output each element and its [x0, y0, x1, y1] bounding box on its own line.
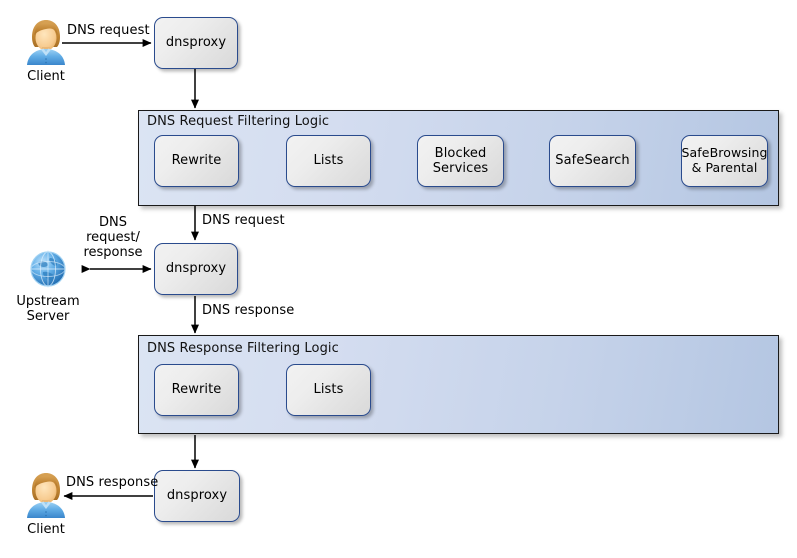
edge-label-proxy-to-client: DNS response: [66, 475, 159, 490]
node-request-blocked-services[interactable]: Blocked Services: [417, 135, 504, 187]
response-filtering-container: [138, 335, 779, 434]
node-label: dnsproxy: [165, 261, 227, 277]
edge-label-line1: DNS: [99, 215, 127, 230]
node-label: dnsproxy: [165, 35, 227, 51]
upstream-caption-line2: Server: [26, 308, 70, 324]
edge-label-proxy-to-response-filter: DNS response: [202, 303, 295, 318]
node-label-line1: Blocked: [434, 145, 487, 161]
edge-label-request-filter-to-proxy: DNS request: [202, 213, 285, 228]
node-request-safebrowsing-parental[interactable]: SafeBrowsing & Parental: [681, 135, 768, 187]
avatar: [24, 471, 68, 519]
avatar: [24, 18, 68, 66]
node-dnsproxy-bottom[interactable]: dnsproxy: [154, 470, 240, 522]
node-label: SafeBrowsing & Parental: [675, 145, 773, 176]
node-response-lists[interactable]: Lists: [286, 364, 371, 416]
response-filtering-title: DNS Response Filtering Logic: [147, 341, 339, 356]
node-label-line1: SafeBrowsing: [681, 145, 768, 161]
node-label: dnsproxy: [166, 488, 228, 504]
upstream-caption-line1: Upstream: [16, 294, 80, 309]
node-label: Lists: [313, 153, 344, 169]
node-label: SafeSearch: [555, 153, 630, 169]
node-label: Rewrite: [171, 153, 222, 169]
upstream-caption: Upstream Server: [4, 294, 92, 325]
globe-icon: [30, 250, 66, 288]
globe-wrap: [24, 245, 72, 293]
node-request-lists[interactable]: Lists: [286, 135, 371, 187]
node-response-rewrite[interactable]: Rewrite: [154, 364, 239, 416]
edge-label-client-to-proxy: DNS request: [67, 23, 150, 38]
node-request-rewrite[interactable]: Rewrite: [154, 135, 239, 187]
node-request-safesearch[interactable]: SafeSearch: [549, 135, 636, 187]
edge-label-line2: request/: [86, 229, 140, 245]
node-label: Rewrite: [171, 382, 222, 398]
user-icon: [27, 20, 65, 65]
node-label: Blocked Services: [427, 146, 495, 177]
user-icon: [27, 473, 65, 518]
client-top-caption: Client: [27, 69, 65, 84]
client-bottom-caption: Client: [27, 522, 65, 537]
edge-label-line3: response: [83, 244, 143, 260]
node-dnsproxy-mid[interactable]: dnsproxy: [154, 243, 238, 295]
node-label-line2: & Parental: [691, 160, 758, 175]
edge-label-upstream-exchange: DNS request/ response: [78, 215, 148, 261]
node-dnsproxy-top[interactable]: dnsproxy: [154, 17, 238, 69]
request-filtering-title: DNS Request Filtering Logic: [147, 114, 330, 129]
node-label: Lists: [313, 382, 344, 398]
node-label-line2: Services: [432, 161, 489, 176]
